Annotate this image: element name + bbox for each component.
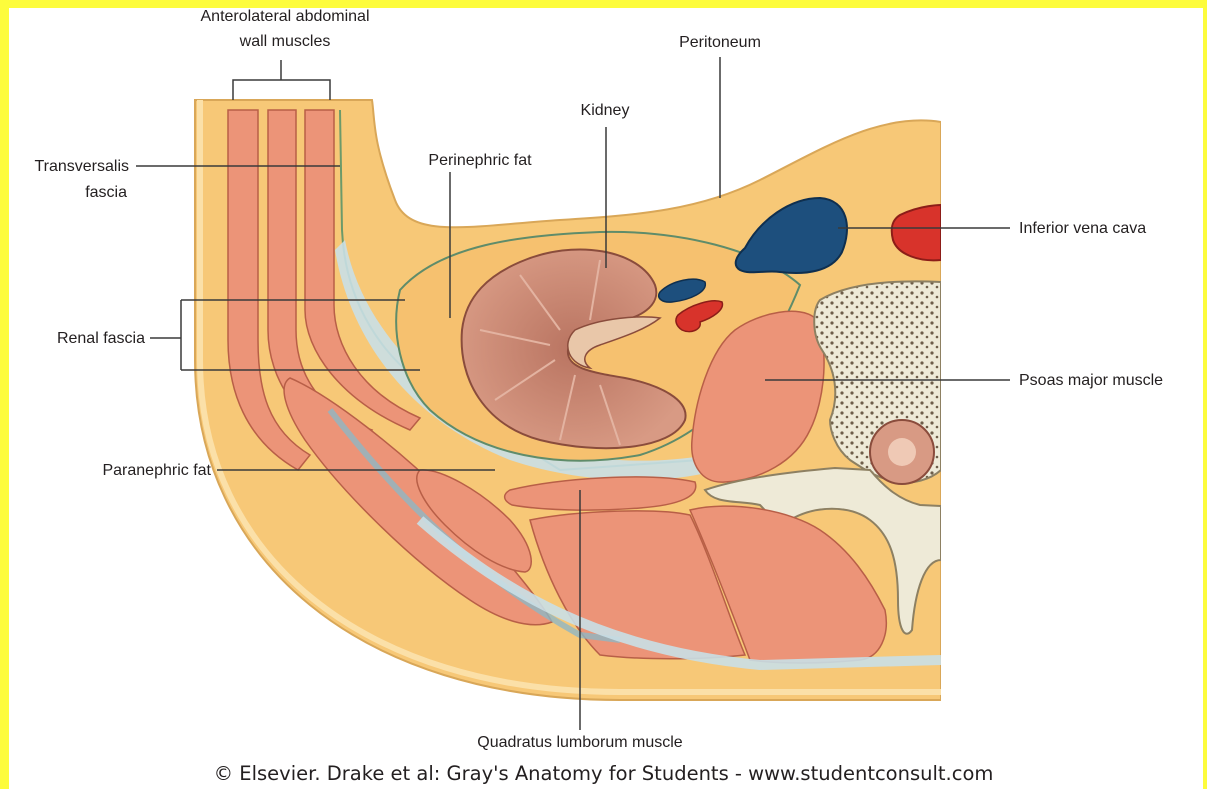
- label-peritoneum: Peritoneum: [660, 32, 780, 53]
- label-anterolateral-line1: Anterolateral abdominal: [170, 6, 400, 27]
- label-anterolateral-line2: wall muscles: [170, 31, 400, 52]
- label-paranephric-fat: Paranephric fat: [9, 460, 211, 481]
- label-transversalis-line2: fascia: [9, 182, 127, 203]
- copyright-credit: © Elsevier. Drake et al: Gray's Anatomy …: [0, 762, 1207, 785]
- label-kidney: Kidney: [560, 100, 650, 121]
- label-psoas-major-muscle: Psoas major muscle: [1019, 370, 1163, 391]
- label-transversalis-line1: Transversalis: [9, 156, 129, 177]
- label-quadratus-lumborum-muscle: Quadratus lumborum muscle: [430, 732, 730, 753]
- label-renal-fascia: Renal fascia: [9, 328, 145, 349]
- label-inferior-vena-cava: Inferior vena cava: [1019, 218, 1146, 239]
- label-perinephric-fat: Perinephric fat: [395, 150, 565, 171]
